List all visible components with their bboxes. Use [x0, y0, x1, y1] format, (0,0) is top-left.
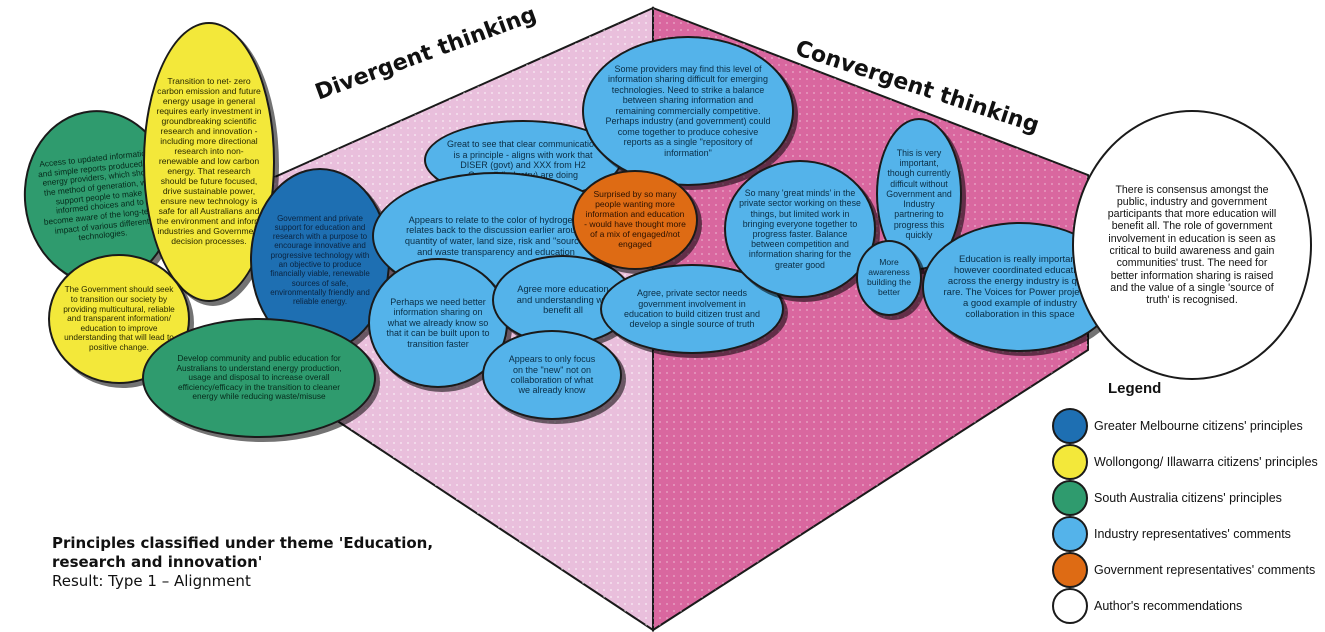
ind-great-minds-text: So many 'great minds' in the private sec…	[739, 188, 861, 270]
legend-label: Industry representatives' comments	[1094, 527, 1291, 541]
legend-swatch	[1052, 408, 1088, 444]
legend-label: South Australia citizens' principles	[1094, 491, 1282, 505]
woll-transition-text: Transition to net- zero carbon emission …	[156, 76, 262, 246]
legend-item: Government representatives' comments	[1052, 552, 1315, 588]
legend-swatch	[1052, 444, 1088, 480]
melb-support-text: Government and private support for educa…	[270, 213, 370, 307]
ind-great-minds-bubble: So many 'great minds' in the private sec…	[724, 160, 876, 298]
gov-surprised-bubble: Surprised by so many people wanting more…	[572, 170, 698, 270]
caption-title: Principles classified under theme 'Educa…	[52, 534, 434, 571]
ind-only-text: Appears to only focus on the "new" not o…	[508, 354, 596, 396]
ind-only-bubble: Appears to only focus on the "new" not o…	[482, 330, 622, 420]
author-recommendation-text: There is consensus amongst the public, i…	[1107, 183, 1277, 307]
ind-some-text: Some providers may find this level of in…	[605, 64, 771, 158]
legend-swatch	[1052, 552, 1088, 588]
caption-result: Result: Type 1 – Alignment	[52, 572, 251, 590]
ind-color-text: Appears to relate to the color of hydrog…	[404, 214, 588, 257]
sa-community-bubble: Develop community and public education f…	[142, 318, 376, 438]
ind-some-bubble: Some providers may find this level of in…	[582, 36, 794, 186]
legend-swatch	[1052, 588, 1088, 624]
ind-awareness-bubble: More awareness building the better	[856, 240, 922, 316]
legend-label: Author's recommendations	[1094, 599, 1243, 613]
woll-government-text: The Government should seek to transition…	[63, 284, 175, 353]
legend-label: Wollongong/ Illawarra citizens' principl…	[1094, 455, 1318, 469]
legend-item: Industry representatives' comments	[1052, 516, 1291, 552]
sa-community-text: Develop community and public education f…	[176, 352, 342, 402]
author-recommendation-bubble: There is consensus amongst the public, i…	[1072, 110, 1312, 380]
legend-item: South Australia citizens' principles	[1052, 480, 1282, 516]
caption: Principles classified under theme 'Educa…	[52, 534, 452, 591]
ind-agree-private-text: Agree, private sector needs government i…	[623, 288, 761, 330]
legend-item: Author's recommendations	[1052, 588, 1242, 624]
legend-swatch	[1052, 516, 1088, 552]
ind-better-text: Perhaps we need better information shari…	[386, 296, 490, 349]
ind-agree-more-text: Agree more education and understanding w…	[516, 283, 610, 316]
legend-label: Government representatives' comments	[1094, 563, 1316, 577]
legend-item: Wollongong/ Illawarra citizens' principl…	[1052, 444, 1318, 480]
legend-item: Greater Melbourne citizens' principles	[1052, 408, 1303, 444]
gov-surprised-text: Surprised by so many people wanting more…	[584, 189, 686, 249]
ind-awareness-text: More awareness building the better	[867, 257, 911, 297]
legend-title: Legend	[1108, 380, 1162, 397]
ind-education-text: Education is really important, however c…	[943, 253, 1097, 321]
legend-label: Greater Melbourne citizens' principles	[1094, 419, 1303, 433]
ind-very-important-text: This is very important, though currently…	[886, 148, 952, 240]
legend-swatch	[1052, 480, 1088, 516]
